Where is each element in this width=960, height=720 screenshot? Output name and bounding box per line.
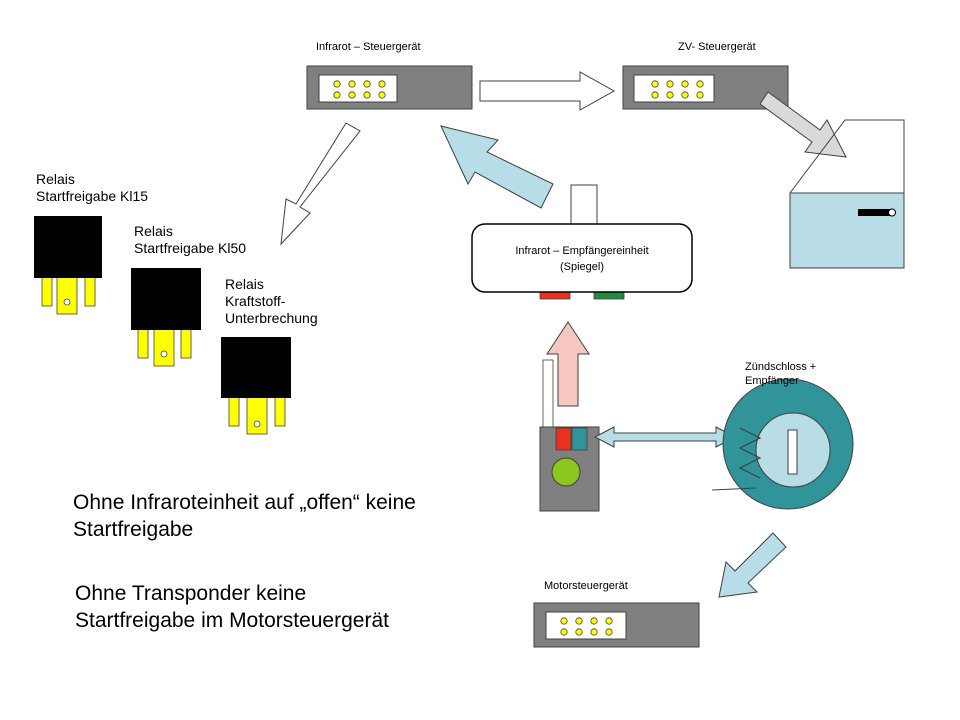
ir-receiver-unit <box>471 184 693 300</box>
zv-control-unit <box>622 65 789 110</box>
receiver-label-line1: Infrarot – Empfängereinheit <box>515 245 649 257</box>
relay-kl50-label: Relais Startfreigabe Kl50 <box>134 223 247 256</box>
transponder-note: Ohne Transponder keine Startfreigabe im … <box>75 582 389 632</box>
arrow-zv-to-door <box>759 91 847 158</box>
relay-fuel <box>221 337 291 435</box>
arrow-key-to-receiver <box>546 321 590 407</box>
ignition-lock <box>711 378 854 510</box>
zv-unit-label: ZV- Steuergerät <box>678 41 756 53</box>
arrow-receiver-to-infrared <box>440 125 554 209</box>
key-fob <box>539 359 600 512</box>
engine-ecu-label: Motorsteuergerät <box>544 580 628 592</box>
arrow-infrared-to-relays <box>280 122 361 246</box>
arrow-lock-to-engine <box>718 532 787 598</box>
engine-control-unit <box>533 602 700 648</box>
relay-kl15 <box>34 216 102 315</box>
infrared-note: Ohne Infraroteinheit auf „offen“ keine S… <box>73 491 416 541</box>
infrared-unit-label: Infrarot – Steuergerät <box>316 41 421 53</box>
relay-kl50 <box>131 268 201 367</box>
ignition-label: Zündschloss + Empfänger <box>745 361 817 387</box>
receiver-label-line2: (Spiegel) <box>559 261 605 273</box>
relay-kl15-label: Relais Startfreigabe Kl15 <box>36 171 149 204</box>
door-lock <box>789 119 905 269</box>
arrow-key-lock-bidirectional <box>593 426 737 448</box>
relay-fuel-label: Relais Kraftstoff- Unterbrechung <box>225 276 318 326</box>
infrared-control-unit <box>306 65 473 110</box>
arrow-infrared-to-zv <box>479 71 616 111</box>
